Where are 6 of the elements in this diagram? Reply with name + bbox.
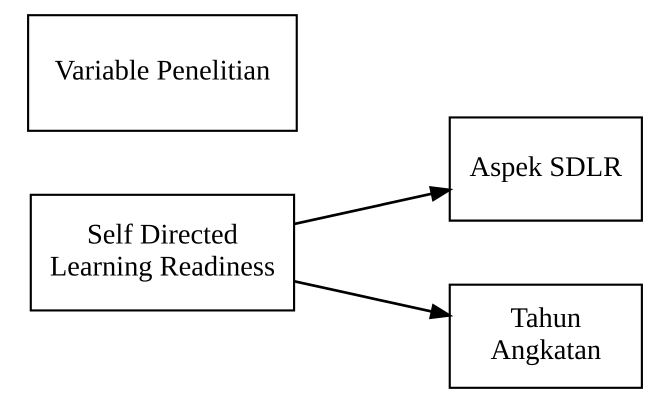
node-box: Aspek SDLR — [448, 116, 643, 222]
arrow — [294, 186, 454, 226]
node-box: Tahun Angkatan — [448, 284, 643, 389]
arrow — [294, 280, 454, 320]
node-box: Variable Penelitian — [27, 14, 298, 132]
node-box: Self Directed Learning Readiness — [30, 194, 296, 312]
